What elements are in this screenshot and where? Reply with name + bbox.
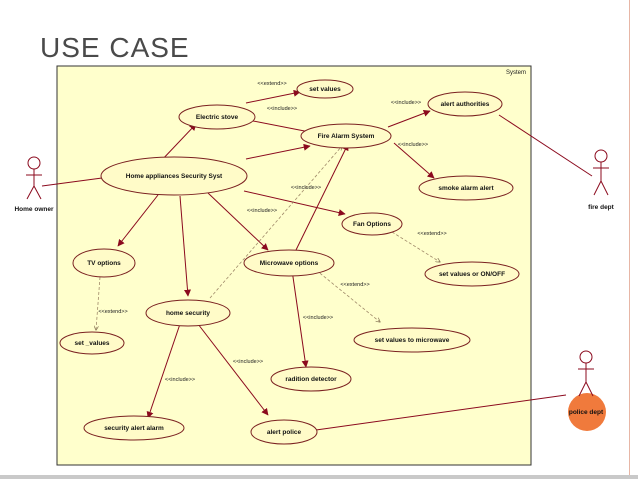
label-tv-options: TV options xyxy=(87,260,121,267)
actor-police-dept[interactable] xyxy=(578,350,594,397)
stereo-include-home-firealarm: <<include>> xyxy=(291,185,321,191)
dep-fan-setonoff xyxy=(391,231,440,262)
label-radition-detector: radition detector xyxy=(285,376,337,383)
label-home-security: home security xyxy=(166,310,210,317)
label-alert-authorities: alert authorities xyxy=(441,101,490,108)
stereo-extend-tv-setvalues: <<extend>> xyxy=(98,309,127,315)
stereo-include-electric-firealarm: <<include>> xyxy=(267,106,297,112)
usecase-smoke-alarm-alert[interactable] xyxy=(418,175,514,201)
assoc-microwave-radition xyxy=(291,269,309,368)
label-electric-stove: Electric stove xyxy=(196,114,239,121)
usecase-tv-options[interactable] xyxy=(72,248,136,278)
label-alert-police: alert police xyxy=(267,429,302,436)
assoc-home-tvoptions xyxy=(117,194,159,247)
usecase-security-alert-alarm[interactable] xyxy=(83,415,185,441)
slide-title: Use case xyxy=(40,32,190,63)
stereo-extend-microwave: <<extend>> xyxy=(340,282,369,288)
assoc-police-alertpolice xyxy=(315,394,567,431)
actor-fire-dept[interactable] xyxy=(593,149,609,196)
assoc-home-fanoptions xyxy=(243,190,346,217)
stereo-include-home-fan: <<include>> xyxy=(247,208,277,214)
usecase-radition-detector[interactable] xyxy=(270,366,352,392)
stereo-include-microwave-setmicrowave: <<include>> xyxy=(303,315,333,321)
usecase-set-values-tv[interactable] xyxy=(59,331,125,355)
label-set-values-microwave: set values to microwave xyxy=(375,337,450,344)
slide-right-rail xyxy=(629,0,638,479)
dep-microwave-setmicrowave xyxy=(315,269,380,322)
label-smoke-alarm-alert: smoke alarm alert xyxy=(438,185,494,192)
assoc-homeowner-homeappliances xyxy=(41,177,103,187)
usecase-alert-police[interactable] xyxy=(250,419,318,445)
label-set-values-on-off: set values or ON/OFF xyxy=(439,271,505,278)
label-set-values-tv: set _values xyxy=(74,340,109,347)
stereo-include-firealarm-smoke: <<include>> xyxy=(398,142,428,148)
assoc-microwave-firealarm xyxy=(295,143,349,251)
actor-police-dept-label: police dept xyxy=(569,409,604,416)
system-label: System xyxy=(506,70,526,76)
usecase-microwave-options[interactable] xyxy=(243,249,335,277)
usecase-set-values-microwave[interactable] xyxy=(353,327,471,353)
assoc-home-microwave xyxy=(207,192,269,251)
stereo-extend-electric-setvalues: <<extend>> xyxy=(257,81,286,87)
usecase-electric-stove[interactable] xyxy=(178,104,256,130)
assoc-homesec-alertpolice xyxy=(197,323,269,416)
stereo-include-homesec-alertpolice: <<include>> xyxy=(233,359,263,365)
usecase-set-values-top[interactable] xyxy=(296,79,354,99)
stereo-include-homesec-securityalarm: <<include>> xyxy=(165,377,195,383)
label-security-alert-alarm: security alert alarm xyxy=(104,425,164,432)
usecase-alert-authorities[interactable] xyxy=(427,91,503,117)
actor-home-owner-label: Home owner xyxy=(14,206,53,213)
assoc-firealarm-alertauth xyxy=(387,109,431,128)
label-set-values-top: set values xyxy=(309,86,341,93)
stereo-include-firealarm-alertauth: <<include>> xyxy=(391,100,421,106)
label-microwave-options: Microwave options xyxy=(260,260,319,267)
usecase-set-values-on-off[interactable] xyxy=(424,261,520,287)
assoc-home-firealarm xyxy=(245,143,311,160)
assoc-home-electricstove xyxy=(159,123,197,163)
usecase-fire-alarm-system[interactable] xyxy=(300,123,392,149)
dep-tv-setvalues xyxy=(96,276,101,330)
assoc-homesec-securityalarm xyxy=(146,323,181,419)
assoc-home-homesecurity xyxy=(179,195,191,297)
actor-home-owner[interactable] xyxy=(26,156,42,200)
stereo-extend-fan-setonoff: <<extend>> xyxy=(417,231,446,237)
police-accent-circle xyxy=(568,393,606,431)
actor-fire-dept-label: fire dept xyxy=(588,204,614,211)
label-fire-alarm-system: Fire Alarm System xyxy=(318,133,375,140)
usecase-home-security[interactable] xyxy=(145,299,231,327)
assoc-firealarm-smokealarm xyxy=(393,142,435,179)
assoc-electric-setvalues xyxy=(245,89,301,104)
usecase-fan-options[interactable] xyxy=(341,212,403,236)
label-home-appliances: Home appliances Security Syst xyxy=(126,173,223,180)
usecase-home-appliances[interactable] xyxy=(100,156,248,196)
dep-homesec-firealarm xyxy=(209,146,342,299)
slide-bottom-rule xyxy=(0,475,638,479)
assoc-firedept-alertauthorities xyxy=(498,114,593,177)
label-fan-options: Fan Options xyxy=(353,221,391,228)
